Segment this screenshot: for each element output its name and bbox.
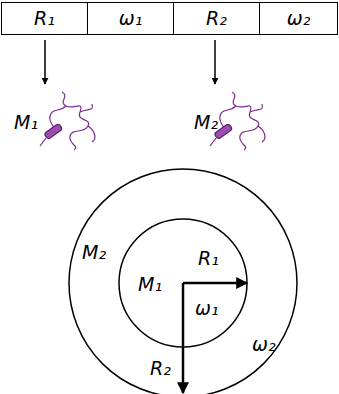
symbol-label: R₁ bbox=[34, 8, 55, 29]
table-cell: R₂ bbox=[173, 2, 260, 35]
symbol-label: M₁ bbox=[138, 274, 162, 295]
symbol-label: ω₂ bbox=[287, 8, 311, 29]
molecule-label: M₂ bbox=[194, 112, 218, 133]
symbol-label: R₂ bbox=[206, 8, 227, 29]
symbol-label: M₂ bbox=[82, 242, 106, 263]
table-cell: ω₂ bbox=[259, 2, 338, 35]
radius-arrow bbox=[183, 282, 247, 285]
inner-core-circle: M₁ R₁ ω₁ bbox=[118, 218, 248, 348]
radius-arrow bbox=[182, 283, 185, 393]
symbol-label: R₁ bbox=[198, 248, 219, 269]
symbol-label: R₂ bbox=[150, 358, 171, 379]
pointer-arrow bbox=[214, 40, 216, 84]
molecule-label: M₁ bbox=[14, 112, 38, 133]
symbol-label: ω₂ bbox=[252, 334, 276, 355]
circle-outline bbox=[119, 219, 247, 347]
symbol-label: ω₁ bbox=[119, 8, 143, 29]
circle-outline bbox=[118, 218, 248, 348]
outer-shell-circle: M₂ R₂ ω₂ M₁ R₁ ω₁ bbox=[68, 168, 298, 394]
circle-outline bbox=[68, 168, 298, 394]
symbol-label: ω₁ bbox=[195, 298, 219, 319]
pointer-arrow bbox=[44, 40, 46, 84]
protein-figure bbox=[210, 92, 265, 150]
table-cell: ω₁ bbox=[87, 2, 174, 35]
table-cell: R₁ bbox=[1, 2, 88, 35]
circle-outline bbox=[69, 169, 297, 394]
protein-figure bbox=[40, 92, 95, 150]
